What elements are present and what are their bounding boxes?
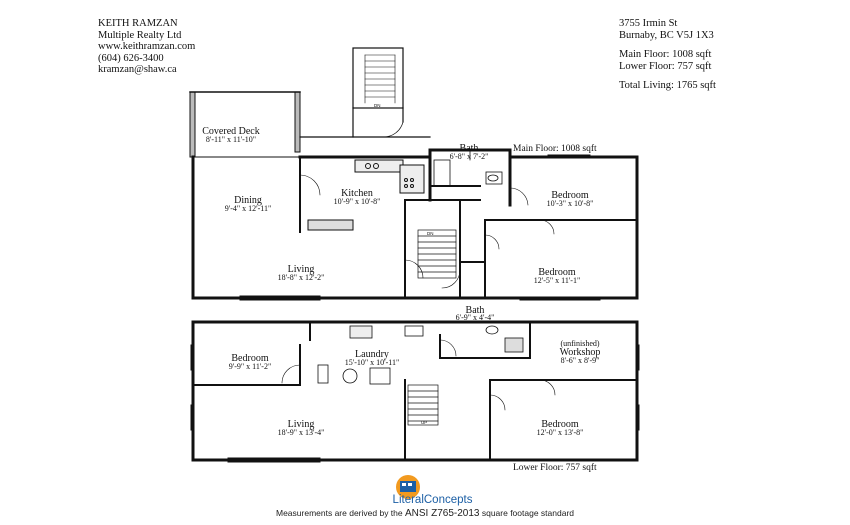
- room-dims-bath-main: 6'-8" x 7'-2": [450, 152, 489, 161]
- main-floor-plan: [189, 47, 639, 301]
- main-floor-door-swings: [299, 174, 555, 289]
- room-dims-bath-lower: 6'-9" x 4'-4": [456, 313, 495, 322]
- footnote-prefix: Measurements are derived by the: [276, 508, 405, 518]
- lower-bath-fixtures: [485, 325, 524, 353]
- brand-logo-text: LiteralConcepts: [392, 494, 473, 506]
- room-dims-workshop: 8'-6" x 8'-9": [561, 356, 600, 365]
- lower-floor-windows: [190, 344, 640, 463]
- room-name-workshop: Workshop: [560, 347, 601, 358]
- agent-phone: (604) 626-3400: [98, 52, 164, 64]
- room-name-bedroom-main-1: Bedroom: [551, 190, 588, 201]
- footnote-standard: ANSI Z765-2013: [404, 508, 480, 519]
- agent-contact-block: KEITH RAMZAN Multiple Realty Ltd www.kei…: [98, 18, 195, 76]
- room-name-bath-lower: Bath: [466, 305, 485, 316]
- lower-stairs: [407, 384, 439, 426]
- property-city: Burnaby, BC V5J 1X3: [619, 29, 714, 41]
- room-name-covered-deck: Covered Deck: [202, 126, 259, 137]
- room-dims-kitchen: 10'-9" x 10'-8": [334, 197, 381, 206]
- room-dims-laundry: 15'-10" x 10'-11": [345, 358, 399, 367]
- lower-floor-plan: [190, 320, 640, 463]
- exterior-stairs: [352, 47, 404, 138]
- footnote-suffix: square footage standard: [479, 508, 574, 518]
- laundry-fixtures: [317, 325, 424, 385]
- lower-floor-area-label: Lower Floor: 757 sqft: [513, 462, 597, 473]
- room-name-dining: Dining: [234, 195, 262, 206]
- room-dims-covered-deck: 8'-11" x 11'-10": [206, 135, 256, 144]
- room-name-kitchen: Kitchen: [341, 188, 373, 199]
- room-name-bedroom-lower-1: Bedroom: [231, 353, 268, 364]
- covered-deck-outline: [189, 91, 431, 158]
- room-name-living-lower: Living: [288, 419, 315, 430]
- room-name-laundry: Laundry: [355, 349, 389, 360]
- room-name-living-main: Living: [288, 264, 315, 275]
- room-name-bedroom-lower-2: Bedroom: [541, 419, 578, 430]
- room-dims-dining: 9'-4" x 12'-11": [225, 204, 271, 213]
- property-total-area: Total Living: 1765 sqft: [619, 80, 716, 91]
- property-info-block: 3755 Irmin St Burnaby, BC V5J 1X3 Main F…: [619, 18, 716, 92]
- room-name-bath-main: Bath: [460, 143, 479, 154]
- workshop-note: (unfinished): [560, 339, 599, 348]
- room-dims-living-lower: 18'-9" x 13'-4": [278, 428, 325, 437]
- property-main-floor-area: Main Floor: 1008 sqft: [619, 49, 712, 60]
- lower-floor-interior-walls: [192, 321, 638, 461]
- main-interior-stairs: [417, 229, 457, 279]
- agent-company: Multiple Realty Ltd: [98, 29, 182, 41]
- room-dims-living-main: 18'-8" x 12'-2": [278, 273, 325, 282]
- property-street: 3755 Irmin St: [619, 18, 678, 29]
- room-dims-bedroom-lower-1: 9'-9" x 11'-2": [229, 362, 271, 371]
- main-bath-fixtures: [433, 149, 503, 187]
- room-dims-bedroom-lower-2: 12'-0" x 13'-8": [537, 428, 584, 437]
- main-floor-area-label: Main Floor: 1008 sqft: [513, 143, 597, 154]
- main-floor-windows: [239, 154, 601, 301]
- property-lower-floor-area: Lower Floor: 757 sqft: [619, 60, 712, 72]
- stair-label-exterior: DN: [374, 103, 381, 108]
- main-floor-walls: [191, 148, 639, 300]
- agent-website[interactable]: www.keithramzan.com: [98, 41, 196, 52]
- room-dims-bedroom-main-1: 10'-3" x 10'-8": [547, 199, 594, 208]
- stair-label-main-interior: DN: [427, 231, 434, 236]
- lower-floor-walls: [191, 320, 639, 462]
- lower-floor-door-swings: [281, 339, 556, 411]
- literal-concepts-logo-icon: [396, 475, 420, 499]
- measurement-footnote: Measurements are derived by the ANSI Z76…: [0, 508, 850, 519]
- kitchen-counters: [307, 159, 425, 231]
- room-dims-bedroom-main-2: 12'-5" x 11'-1": [534, 276, 580, 285]
- room-name-bedroom-main-2: Bedroom: [538, 267, 575, 278]
- agent-name: KEITH RAMZAN: [98, 18, 178, 29]
- stair-label-lower: UP: [421, 420, 427, 425]
- agent-email[interactable]: kramzan@shaw.ca: [98, 64, 177, 75]
